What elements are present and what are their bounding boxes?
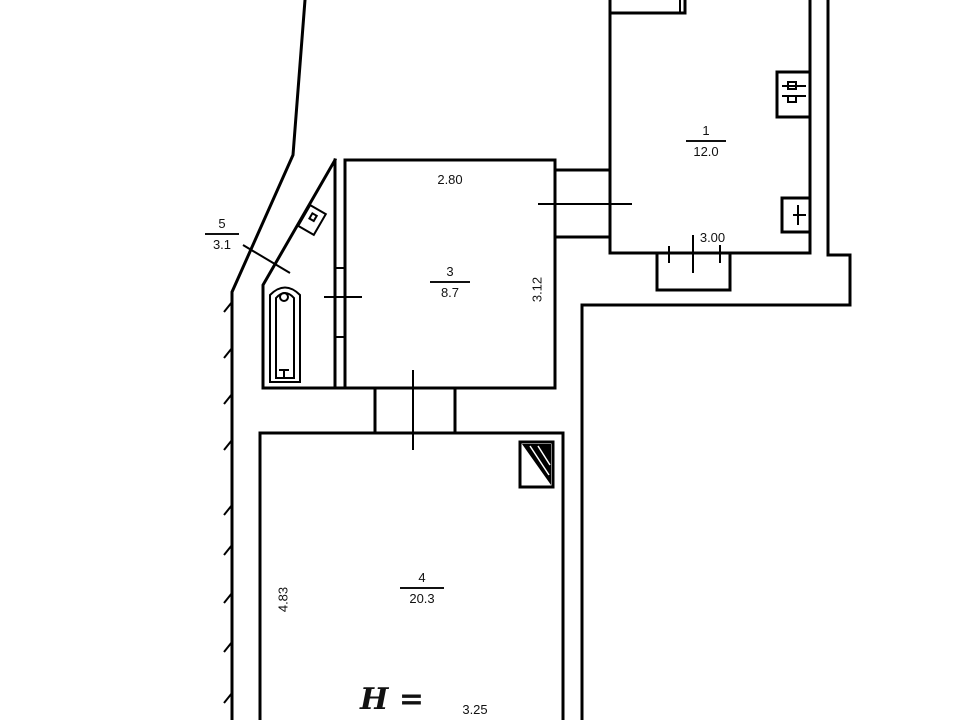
room4-wall [258, 431, 565, 720]
room-label-3: 3 8.7 [430, 262, 470, 302]
room-number: 4 [400, 568, 444, 589]
stove-icon [780, 196, 812, 234]
room-number: 1 [686, 121, 726, 142]
room-label-1: 1 12.0 [686, 121, 726, 161]
sink-icon [296, 203, 328, 237]
dimension-room4-length: 4.83 [275, 586, 291, 613]
door-mark-bathroom-entry [242, 244, 291, 274]
ventilation-shaft-icon [518, 440, 555, 489]
room-label-5: 5 3.1 [205, 214, 239, 254]
room-number: 5 [205, 214, 239, 235]
room-number: 3 [430, 262, 470, 283]
room-area: 20.3 [409, 591, 435, 606]
bathroom-wall [261, 157, 557, 390]
dimension-room3-width: 2.80 [437, 172, 463, 187]
room-label-4: 4 20.3 [400, 568, 444, 608]
ceiling-height-label: H = [360, 682, 424, 717]
room-area: 8.7 [440, 285, 460, 300]
dimension-room3-length: 3.12 [529, 276, 545, 303]
bathtub-icon [269, 286, 301, 383]
window-top [608, 0, 687, 15]
dimension-ticks-room1 [668, 235, 721, 273]
room-area: 3.1 [212, 237, 232, 252]
ceiling-height-value: 3.25 [462, 702, 488, 717]
room3-wall [343, 158, 557, 390]
radiator-icon [775, 70, 812, 119]
room-area: 12.0 [693, 144, 719, 159]
exterior-hatch-ticks [223, 301, 233, 704]
dimension-room1-width: 3.00 [699, 230, 726, 245]
outer-wall-right [580, 0, 852, 720]
